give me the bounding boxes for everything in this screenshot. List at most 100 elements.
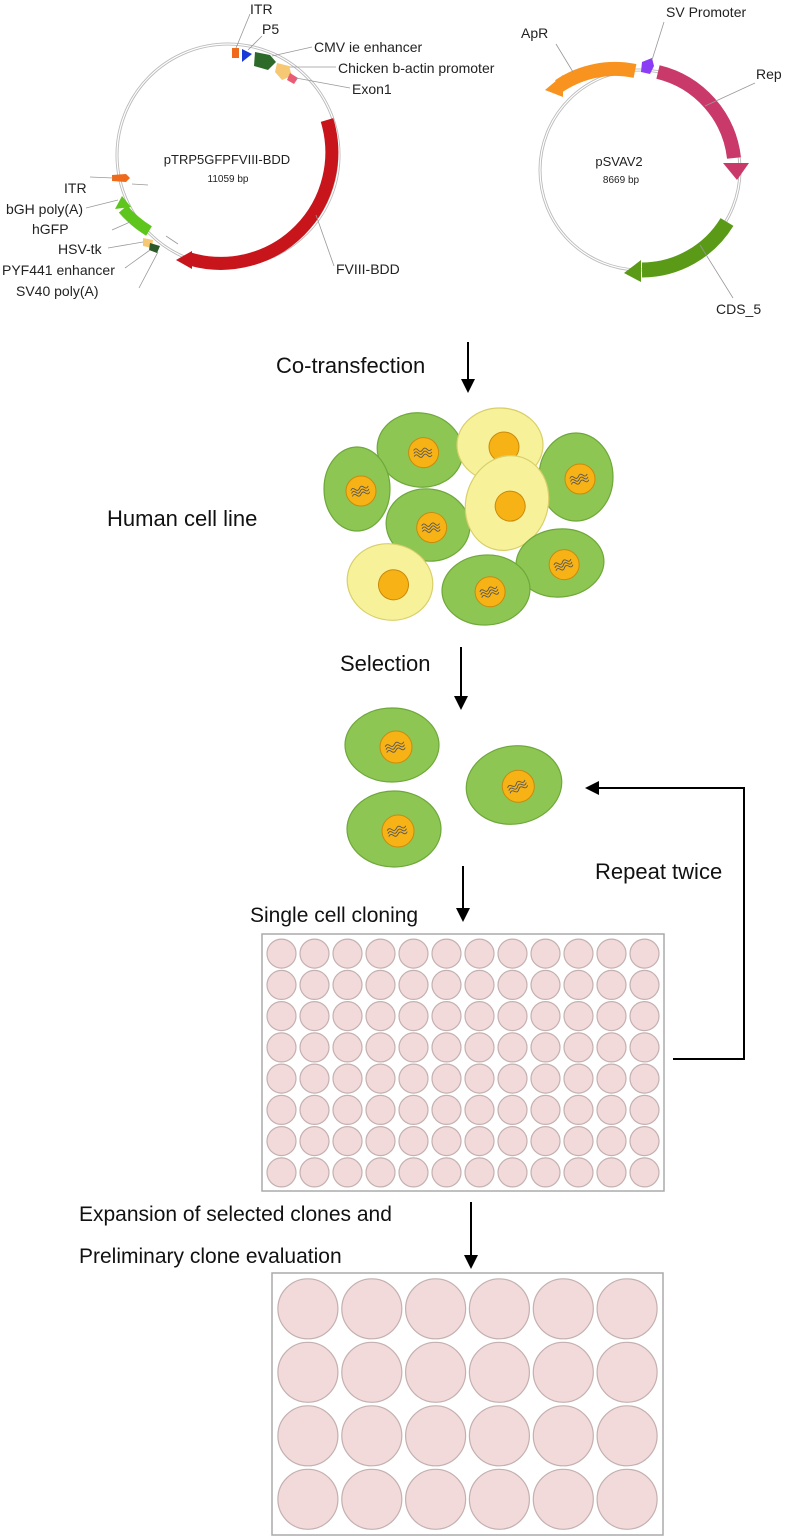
plate96-well xyxy=(398,1000,429,1032)
cell-nucleus xyxy=(345,475,377,507)
fviii-bdd-arrow xyxy=(188,118,339,270)
plate96-well xyxy=(530,1000,561,1032)
label-pyf441-enhancer: PYF441 enhancer xyxy=(2,262,115,278)
dna-squiggle xyxy=(350,485,371,497)
cell-cluster-selected xyxy=(344,707,563,868)
plate96-well xyxy=(629,969,660,1001)
plate24-well xyxy=(405,1341,467,1403)
selected-cell-1 xyxy=(344,707,440,783)
apr-arrow xyxy=(555,62,637,92)
plate96-well xyxy=(464,1125,495,1157)
dna-squiggle xyxy=(569,473,590,485)
plate96-well xyxy=(332,1063,363,1094)
plate24-well xyxy=(596,1278,658,1340)
plate96-well xyxy=(398,938,429,969)
plate24-well xyxy=(277,1468,339,1530)
label-sv-promoter: SV Promoter xyxy=(666,4,746,20)
label-p5: P5 xyxy=(262,21,279,37)
plate24-well xyxy=(596,1468,658,1530)
plate96-well xyxy=(266,1125,297,1157)
plate96-well xyxy=(266,1063,297,1094)
step-expansion-line2: Preliminary clone evaluation xyxy=(79,1245,342,1268)
plate96-well xyxy=(398,1125,429,1157)
plate24-well xyxy=(468,1278,530,1340)
plate96-well xyxy=(596,1032,627,1063)
plate96-well xyxy=(431,1032,462,1063)
label-cds5: CDS_5 xyxy=(716,301,761,317)
dna-squiggle xyxy=(384,741,406,753)
cell-nucleus xyxy=(474,576,506,608)
plate96-well xyxy=(431,1157,462,1188)
plate-96-wells xyxy=(266,938,660,1188)
label-itr-top: ITR xyxy=(250,1,273,17)
plate96-well xyxy=(431,1125,462,1157)
cell-nucleus xyxy=(564,463,596,495)
plate-96-well xyxy=(261,933,665,1192)
plate24-well xyxy=(468,1405,530,1467)
plate96-well xyxy=(497,1125,528,1157)
plate96-well xyxy=(365,1032,396,1063)
plasmid-left-size: 11059 bp xyxy=(208,174,249,185)
plate96-well xyxy=(497,1157,528,1188)
plate-24-wells xyxy=(277,1278,658,1530)
label-itr-left: ITR xyxy=(64,180,87,196)
plate96-well xyxy=(629,1032,660,1063)
plate96-well xyxy=(266,1094,297,1126)
plate96-well xyxy=(365,1125,396,1157)
cell-green-5 xyxy=(385,488,471,562)
dna-squiggle xyxy=(421,522,441,533)
plate96-well xyxy=(530,969,561,1001)
plate24-well xyxy=(532,1278,594,1340)
plate96-well xyxy=(332,1094,363,1126)
cell-green-1 xyxy=(376,412,464,488)
cell-nucleus xyxy=(548,549,580,581)
plate96-well xyxy=(497,1000,528,1032)
hgfp-arrow xyxy=(118,205,153,236)
plate96-well xyxy=(398,1063,429,1094)
dna-squiggle xyxy=(553,558,574,571)
plate24-well xyxy=(405,1405,467,1467)
dna-squiggle xyxy=(479,586,500,598)
plasmid-right-name: pSVAV2 xyxy=(595,154,642,169)
plate96-well xyxy=(464,1094,495,1126)
arrow-repeat-loop xyxy=(585,781,745,1060)
plate96-well xyxy=(596,1000,627,1032)
step-selection: Selection xyxy=(340,651,431,676)
plate96-well xyxy=(431,1063,462,1094)
label-apr: ApR xyxy=(521,25,548,41)
plate96-well xyxy=(629,1000,660,1032)
plate96-well xyxy=(464,969,495,1001)
itr-left-marker xyxy=(112,174,130,182)
plate24-well xyxy=(277,1278,339,1340)
label-bgh-polya: bGH poly(A) xyxy=(6,201,83,217)
plate96-well xyxy=(596,1125,627,1157)
p5-marker xyxy=(242,49,252,62)
selected-cell-3 xyxy=(346,790,442,868)
plate96-well xyxy=(563,938,594,969)
plate96-well xyxy=(629,1157,660,1188)
label-fviii-bdd: FVIII-BDD xyxy=(336,261,400,277)
cell-nucleus xyxy=(379,730,413,764)
plate96-well xyxy=(332,1125,363,1157)
plate24-well xyxy=(277,1405,339,1467)
plate24-well xyxy=(341,1468,403,1530)
plate96-well xyxy=(299,1000,330,1032)
plate96-well xyxy=(497,1032,528,1063)
plate24-well xyxy=(468,1341,530,1403)
step-repeat-twice: Repeat twice xyxy=(595,859,722,884)
plate24-well xyxy=(596,1341,658,1403)
plate96-well xyxy=(266,938,297,969)
plate96-well xyxy=(464,1000,495,1032)
plate96-well xyxy=(299,1032,330,1063)
plate96-well xyxy=(563,1094,594,1126)
label-chicken-b-actin: Chicken b-actin promoter xyxy=(338,60,495,76)
plate96-well xyxy=(596,1157,627,1188)
plasmid-left-name: pTRP5GFPFVIII-BDD xyxy=(164,152,290,167)
plate96-well xyxy=(266,1032,297,1063)
plate96-well xyxy=(629,1094,660,1126)
cell-green-7 xyxy=(515,528,605,598)
plate24-well xyxy=(277,1341,339,1403)
exon1-marker xyxy=(287,73,298,84)
plasmid-left: ITR P5 CMV ie enhancer Chicken b-actin p… xyxy=(2,1,495,299)
